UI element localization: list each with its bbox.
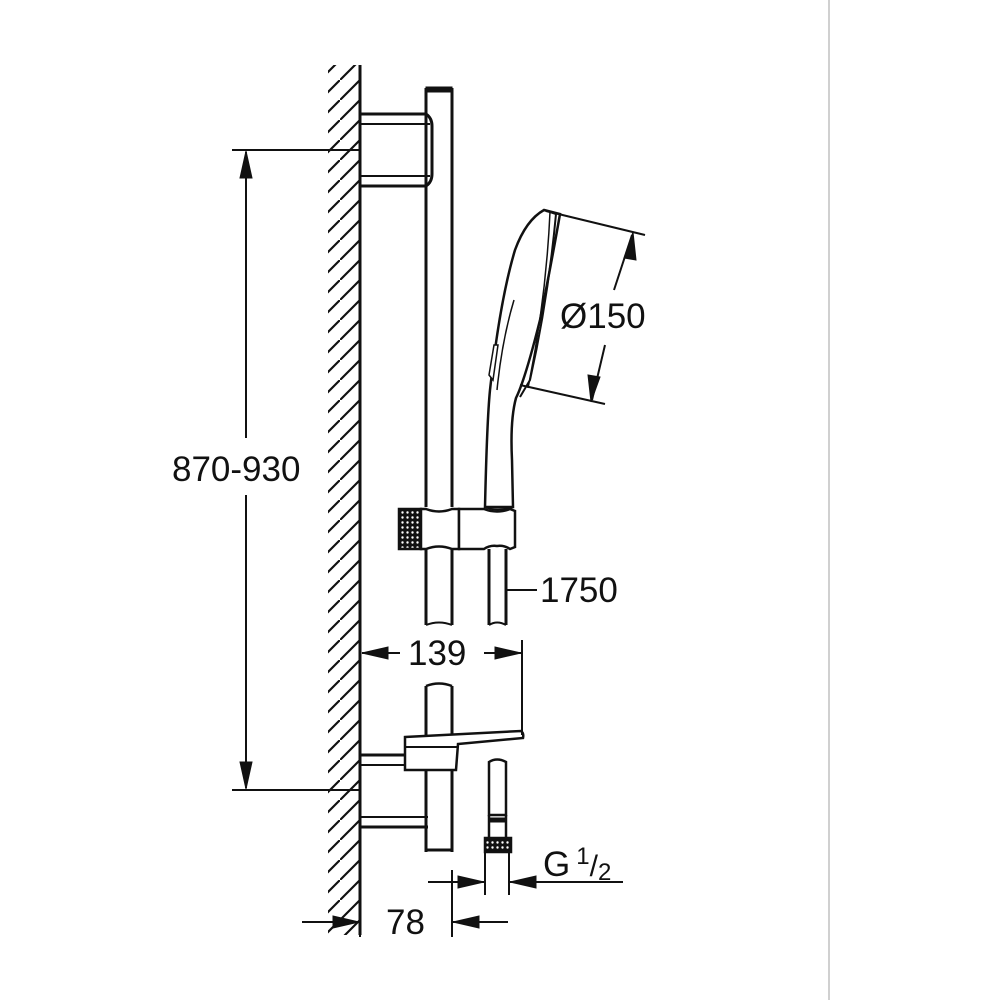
- label-hand-shower-diameter: Ø150: [560, 297, 646, 336]
- label-thread-main: G: [543, 845, 571, 884]
- lower-wall-bracket: [360, 753, 428, 829]
- shower-rail-middle: [424, 549, 454, 626]
- wall-hatching: [328, 65, 362, 935]
- label-hose-length: 1750: [540, 571, 618, 610]
- shower-holder-slider: [397, 507, 517, 551]
- label-thread-numerator: 1: [576, 843, 590, 870]
- dimension-hand-shower-diameter: [519, 210, 646, 405]
- label-holder-projection: 139: [408, 634, 467, 673]
- label-wall-distance: 78: [386, 903, 425, 942]
- dimension-thread: [428, 852, 623, 895]
- hose-connector: [483, 758, 513, 854]
- label-rail-height: 870-930: [172, 450, 301, 489]
- dimension-rail-height: [232, 149, 360, 791]
- dimension-holder-projection: [361, 640, 523, 735]
- label-thread-denominator: 2: [597, 859, 612, 886]
- upper-wall-bracket: [360, 112, 434, 188]
- label-thread-slash: /: [589, 850, 598, 883]
- hand-shower: [483, 208, 562, 511]
- shower-rail-upper: [424, 86, 454, 507]
- page-divider: [828, 0, 830, 1000]
- shower-hose: [487, 549, 508, 626]
